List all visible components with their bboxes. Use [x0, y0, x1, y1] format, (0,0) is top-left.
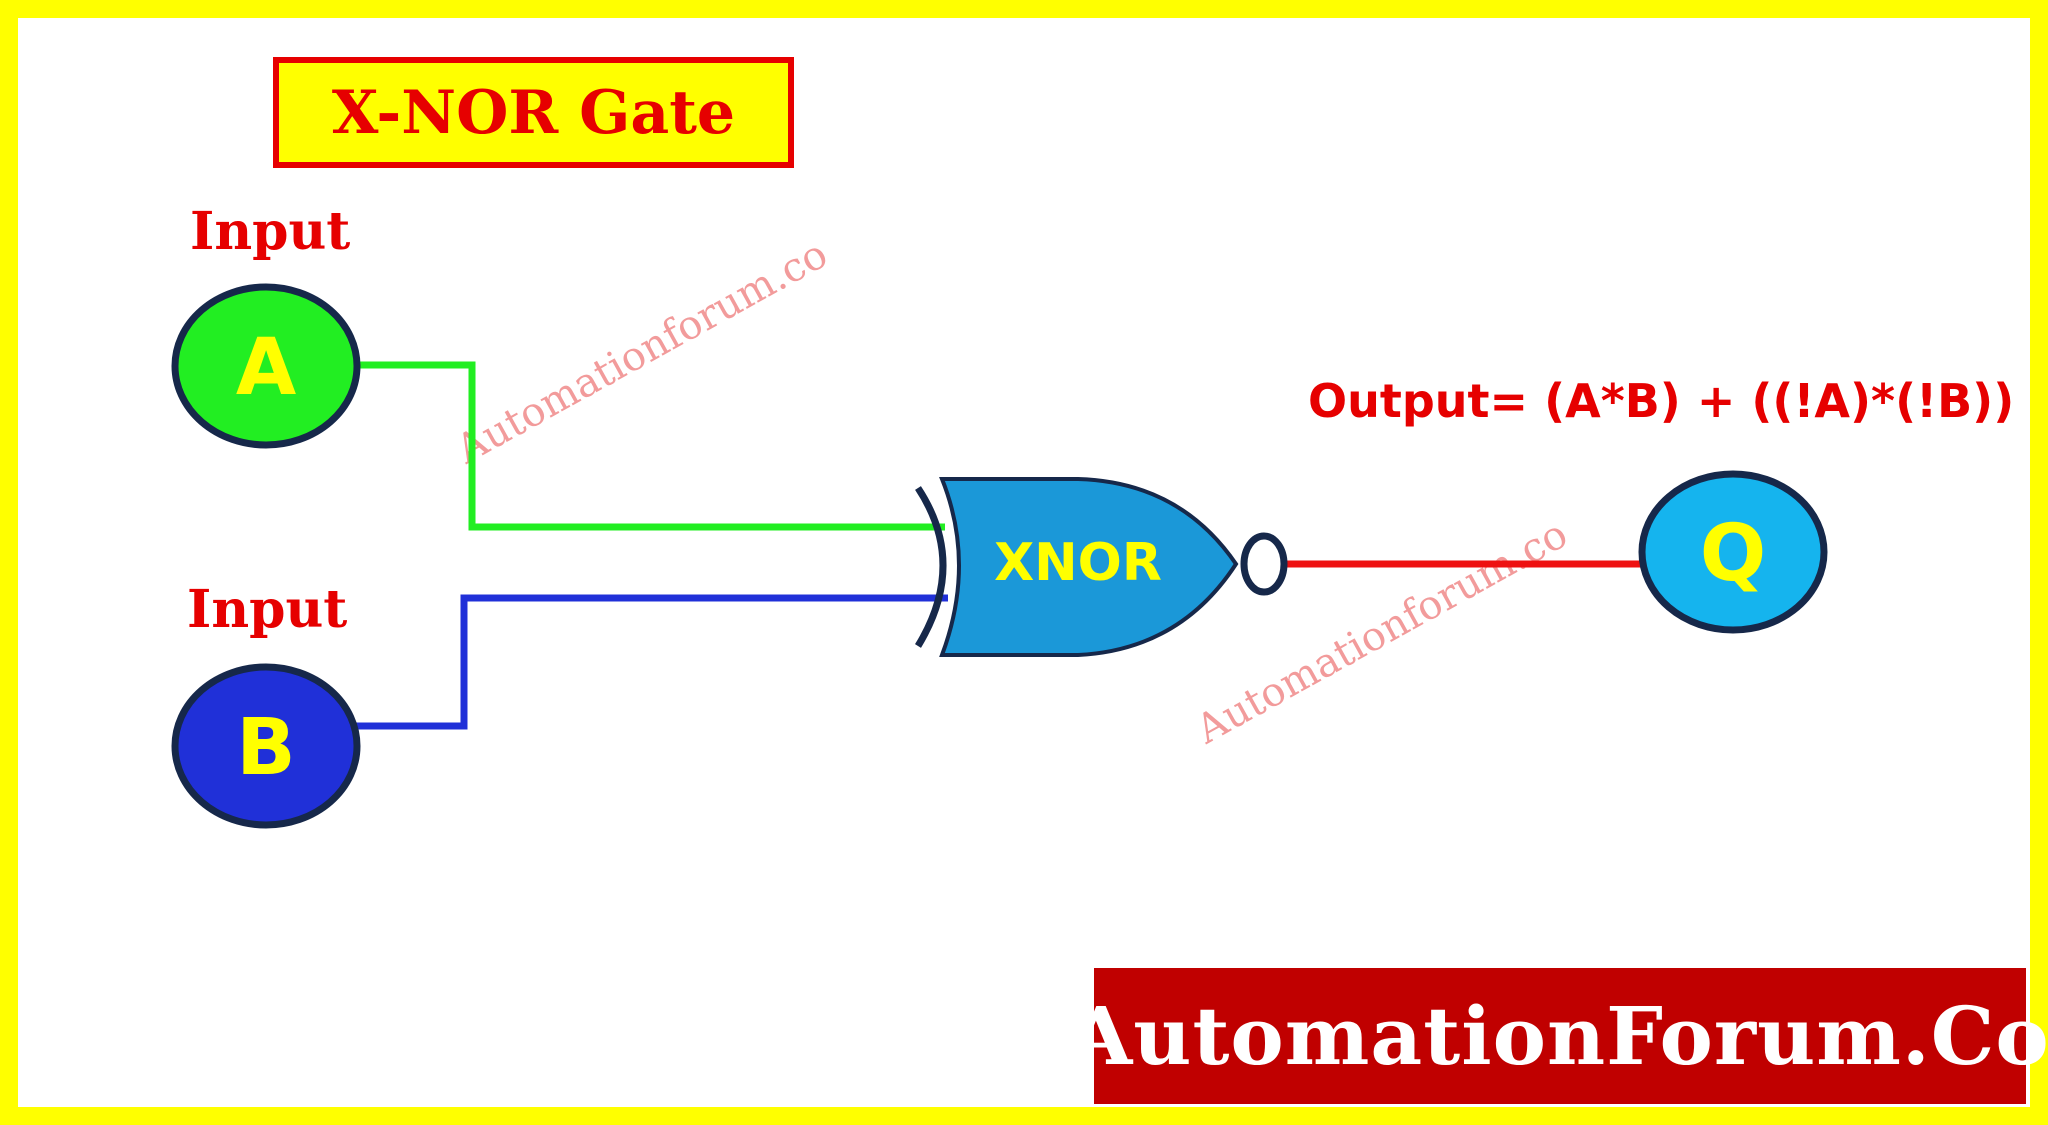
- output-q-symbol: Q: [1700, 509, 1766, 599]
- xnor-gate-label: XNOR: [994, 533, 1162, 593]
- input-b-circle: [171, 663, 361, 829]
- brand-banner: AutomationForum.Co: [1070, 968, 2048, 1104]
- xnor-gate-body: [939, 477, 1239, 657]
- page-title: X-NOR Gate: [331, 77, 736, 148]
- brand-logo-text: AutomationForum.Co: [1070, 989, 2048, 1083]
- xnor-gate: XNOR: [915, 477, 1288, 657]
- output-equation: Output= (A*B) + ((!A)*(!B)): [1308, 374, 2015, 428]
- input-b-node: B: [171, 663, 361, 829]
- input-a-symbol: A: [236, 323, 296, 413]
- input-a-circle: [171, 283, 361, 449]
- input-b-symbol: B: [236, 703, 295, 793]
- input-a-label: Input: [190, 201, 351, 262]
- wire-input-b: [350, 594, 948, 730]
- output-q-circle: [1638, 470, 1828, 634]
- input-a-node: A: [171, 283, 361, 449]
- inversion-bubble: [1240, 532, 1288, 596]
- xnor-extra-arc: [915, 486, 947, 648]
- input-b-label: Input: [187, 579, 348, 640]
- title-box: X-NOR Gate: [273, 57, 794, 168]
- output-q-node: Q: [1638, 470, 1828, 634]
- wire-input-a: [290, 361, 945, 531]
